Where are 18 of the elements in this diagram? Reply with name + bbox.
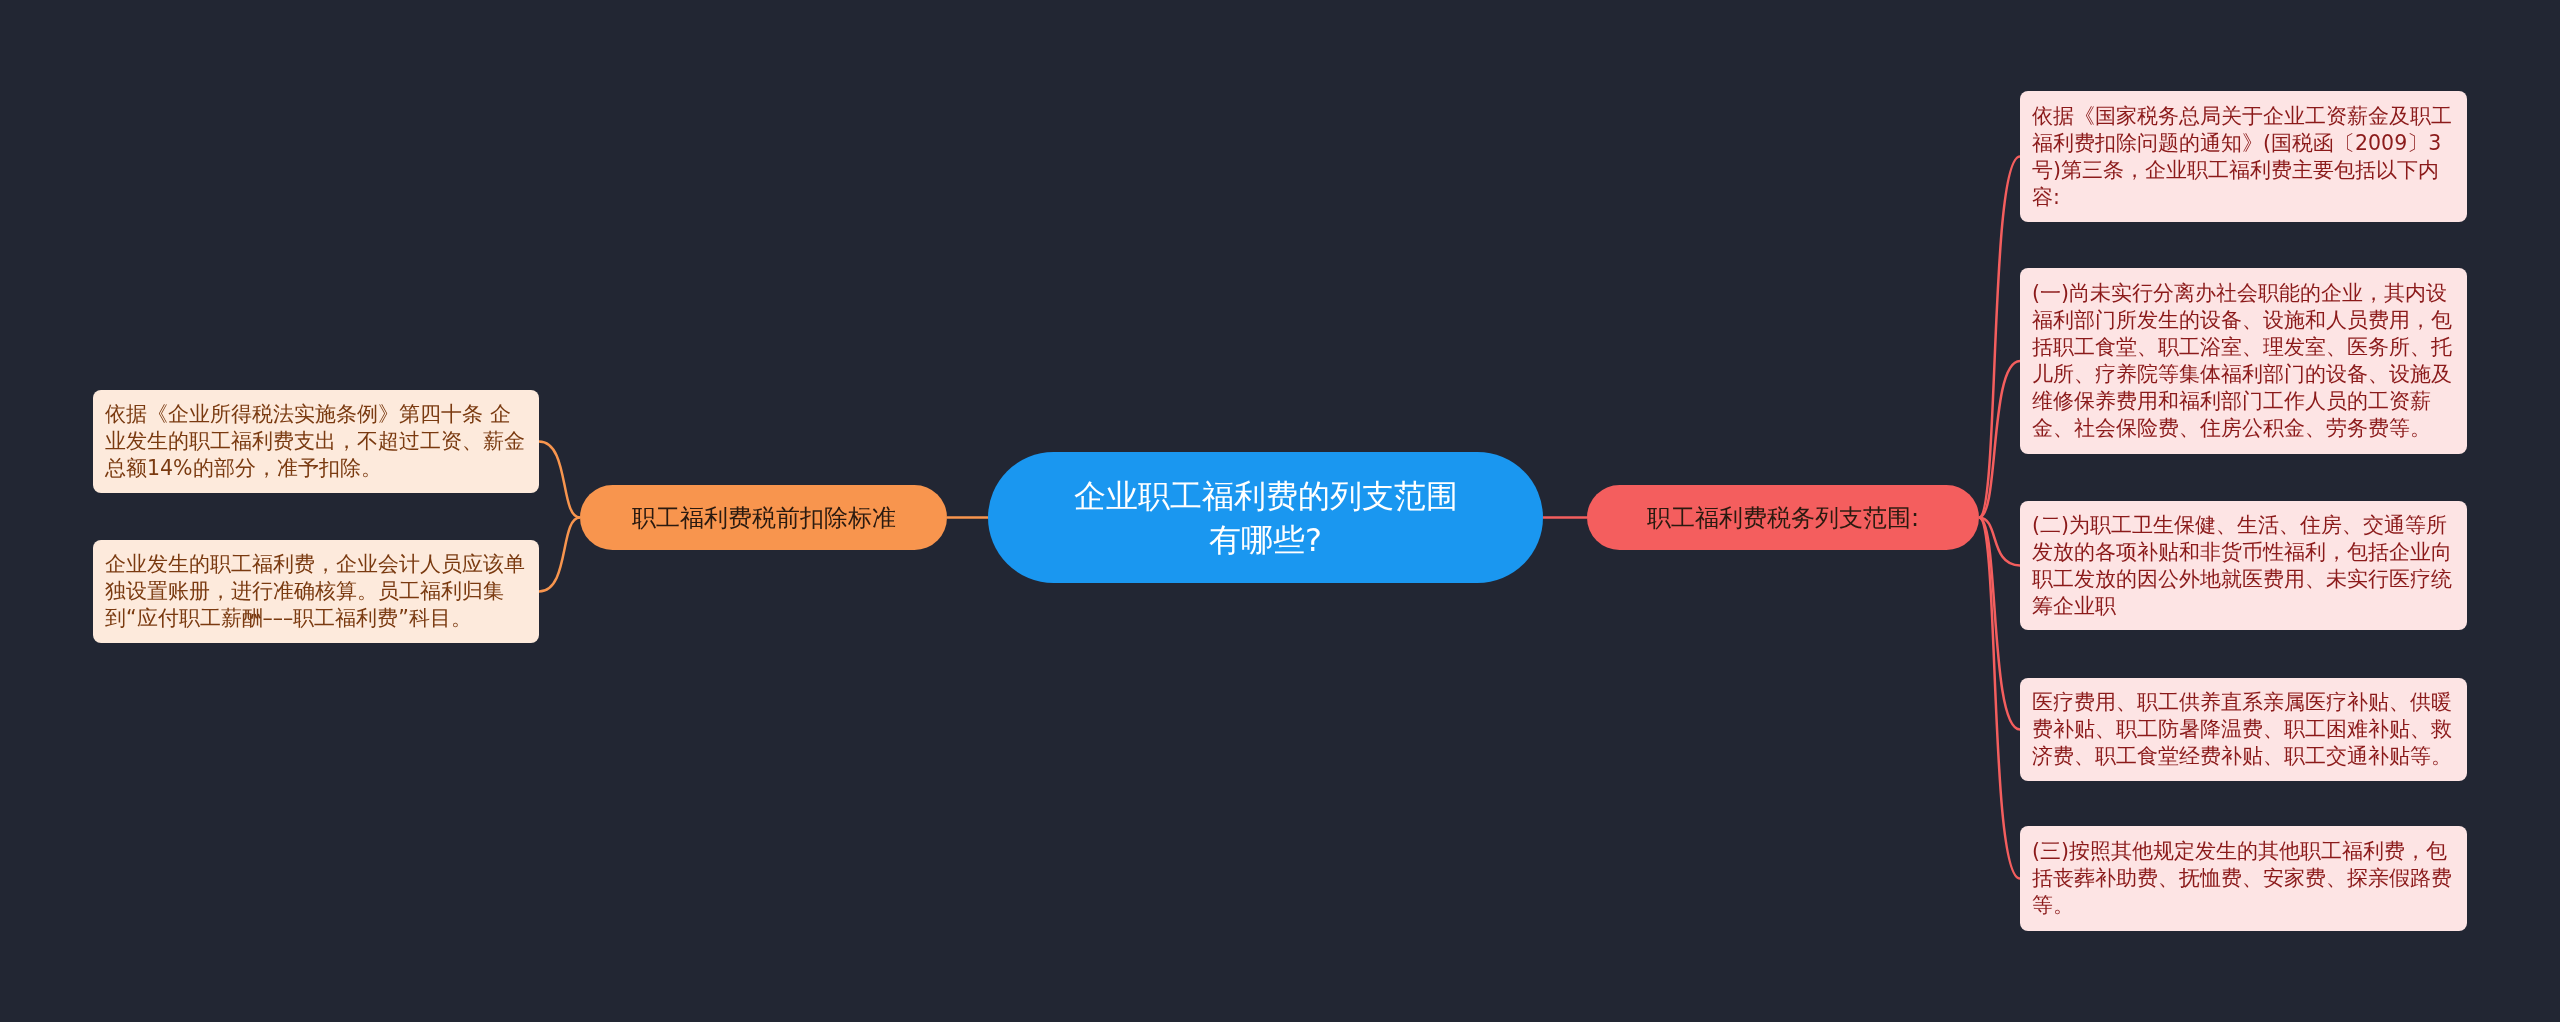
note-box: 依据《企业所得税法实施条例》第四十条 企业发生的职工福利费支出，不超过工资、薪金总额14%的部分，准予扣除。 [93,390,539,493]
note-box: (二)为职工卫生保健、生活、住房、交通等所发放的各项补贴和非货币性福利，包括企业向职工发放的因公外地就医费用、未实行医疗统筹企业职 [2020,501,2467,630]
note-box: 企业发生的职工福利费，企业会计人员应该单独设置账册，进行准确核算。员工福利归集到“应付职工薪酬–––职工福利费”科目。 [93,540,539,643]
connector-line [1978,516,2021,731]
note-box: 医疗费用、职工供养直系亲属医疗补贴、供暖费补贴、职工防暑降温费、职工困难补贴、救济费、职工食堂经费补贴、职工交通补贴等。 [2020,678,2467,781]
connector-line [538,516,581,593]
note-box: 依据《国家税务总局关于企业工资薪金及职工福利费扣除问题的通知》(国税函〔2009〕3号)第三条，企业职工福利费主要包括以下内容: [2020,91,2467,222]
connector-line [1978,359,2021,519]
note-box: (三)按照其他规定发生的其他职工福利费，包括丧葬补助费、抚恤费、安家费、探亲假路费等。 [2020,826,2467,931]
center-topic-pill: 企业职工福利费的列支范围有哪些? [988,452,1543,583]
connector-line [1543,516,1587,519]
branch-pill: 职工福利费税前扣除标准 [580,485,947,550]
connector-line [1977,155,2021,519]
branch-pill: 职工福利费税务列支范围: [1587,485,1979,550]
connector-line [1977,516,2021,880]
connector-line [947,516,988,519]
connector-line [538,440,581,519]
note-box: (一)尚未实行分离办社会职能的企业，其内设福利部门所发生的设备、设施和人员费用，包括职工食堂、职工浴室、理发室、医务所、托儿所、疗养院等集体福利部门的设备、设施及维修保养费用和福利部门工作人员的工资薪金、社会保险费、住房公积金、劳务费等。 [2020,268,2467,454]
